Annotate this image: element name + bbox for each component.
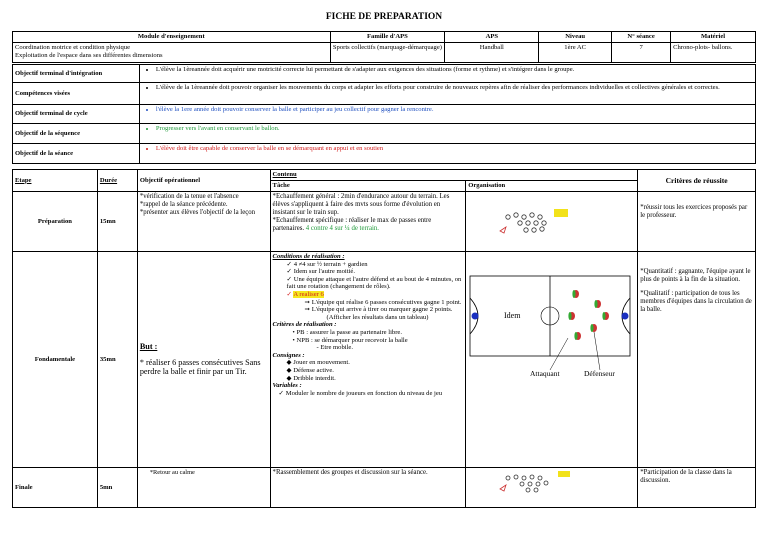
objective-label: Compétences visées [12, 82, 140, 105]
objectif-preparation: *vérification de la tenue et l'absence *… [136, 191, 271, 252]
tache-fondamentale: Conditions de réalisation : ✓ 4 ≠4 sur ½… [269, 251, 467, 468]
handball-field-diagram: Idem Attaquant Défenseur [469, 275, 631, 378]
criteres-finale: *Participation de la classe dans la disc… [637, 467, 756, 508]
col-materiel: Matériel [670, 31, 756, 43]
niveau-value: 1ère AC [538, 42, 613, 63]
duree-finale: 5mn [96, 467, 138, 508]
col-contenu: Contenu [269, 169, 639, 181]
col-criteres: Critères de réussite [637, 169, 756, 192]
famille-value: Sports collectifs (marquage-démarquage) [329, 42, 446, 63]
criteres-fondamentale: *Quantitatif : gagnante, l'équipe ayant … [637, 251, 756, 468]
warmup-players-diagram [499, 208, 569, 234]
objective-label: Objectif de la séance [12, 143, 140, 164]
idem-label: Idem [504, 311, 521, 320]
page-title: FICHE DE PREPARATION [325, 12, 443, 22]
organisation-fondamentale: Idem Attaquant Défenseur [465, 251, 639, 468]
objective-label: Objectif terminal d'intégration [12, 64, 140, 83]
col-organisation: Organisation [465, 180, 639, 192]
col-duree: Durée [96, 169, 138, 192]
etape-finale: Finale [12, 467, 98, 508]
col-tache: Tâche [269, 180, 467, 192]
duree-preparation: 15mn [96, 191, 138, 252]
objective-text: L'élève de la 1èreannée doit pouvoir org… [138, 82, 757, 105]
col-famille: Famille d'APS [329, 31, 446, 43]
but-fondamentale: But : * réaliser 6 passes consécutives S… [136, 251, 271, 468]
tache-finale: *Rassemblement des groupes et discussion… [269, 467, 467, 508]
col-objectif: Objectif opérationnel [136, 169, 271, 192]
col-niveau: Niveau [538, 31, 613, 43]
criteres-preparation: *réussir tous les exercices proposés par… [637, 191, 756, 252]
aps-value: Handball [444, 42, 540, 63]
col-aps: APS [444, 31, 540, 43]
duree-fondamentale: 35mn [96, 251, 138, 468]
objective-text: Progresser vers l'avant en conservant le… [138, 123, 757, 144]
etape-fondamentale: Fondamentale [12, 251, 98, 468]
tache-preparation: *Echauffement général : 2min d'endurance… [269, 191, 467, 252]
seance-value: 7 [611, 42, 672, 63]
objective-text: L'élève la 1èreannée doit acquérir une m… [138, 64, 757, 83]
attaquant-label: Attaquant [530, 369, 560, 378]
objectif-finale: *Retour au calme [136, 467, 271, 508]
col-module: Module d'enseignement [12, 31, 331, 43]
calm-players-diagram [499, 471, 571, 493]
etape-preparation: Préparation [12, 191, 98, 252]
objective-label: Objectif terminal de cycle [12, 104, 140, 124]
objectives-table: Objectif terminal d'intégration L'élève … [12, 64, 757, 164]
objective-text: l'élève la 1ere année doit pouvoir conse… [138, 104, 757, 124]
organisation-preparation [465, 191, 639, 252]
module-value: Coordination motrice et condition physiq… [12, 42, 331, 63]
organisation-finale [465, 467, 639, 508]
col-seance: N° séance [611, 31, 672, 43]
session-table: Etape Durée Objectif opérationnel Conten… [12, 169, 756, 508]
header-table: Module d'enseignement Famille d'APS APS … [12, 31, 756, 63]
objective-label: Objectif de la séquence [12, 123, 140, 144]
col-etape: Etape [12, 169, 98, 192]
materiel-value: Chrono-plots- ballons. [670, 42, 756, 63]
defenseur-label: Défenseur [584, 369, 615, 378]
objective-text: L'élève doit être capable de conserver l… [138, 143, 757, 164]
